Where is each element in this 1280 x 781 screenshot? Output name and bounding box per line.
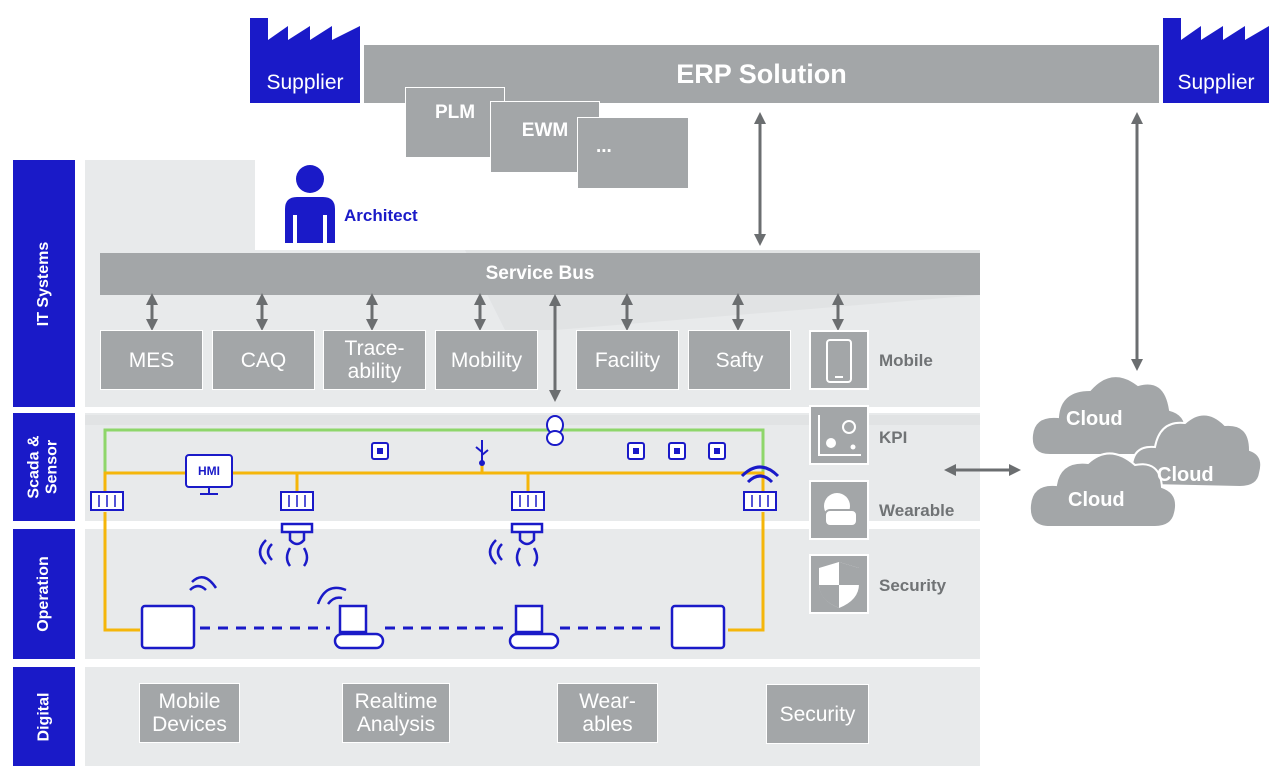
cloud-label-top: Cloud — [1066, 408, 1123, 430]
wearable-label: Wearable — [879, 501, 955, 520]
security-icon-box — [809, 554, 869, 614]
wearable-icon-box — [809, 480, 869, 540]
module-traceability: Trace- ability — [323, 330, 426, 390]
mobile-label: Mobile — [879, 351, 933, 370]
cloud-label-right: Cloud — [1157, 464, 1214, 486]
plm-label: PLM — [434, 102, 476, 123]
service-bus-label: Service Bus — [485, 263, 595, 284]
digital-mobile-devices: Mobile Devices — [139, 683, 240, 743]
erp-title: ERP Solution — [676, 58, 847, 89]
network-switch-icons — [90, 491, 777, 511]
vr-headset-icon — [824, 493, 858, 527]
erp-solution-bar: ERP Solution — [364, 45, 1159, 103]
kpi-icon-box — [809, 405, 869, 465]
smartphone-icon — [826, 339, 852, 383]
module-safty: Safty — [688, 330, 791, 390]
architect-label: Architect — [344, 206, 418, 225]
more-systems-box: ... — [577, 117, 689, 189]
supplier-right-label: Supplier — [1163, 63, 1269, 103]
shield-icon — [819, 562, 859, 608]
hmi-label: HMI — [198, 464, 220, 478]
service-bus-bar: Service Bus — [100, 253, 980, 295]
supplier-left: Supplier — [250, 18, 360, 103]
mobile-icon-box — [809, 330, 869, 390]
it-systems-panel — [85, 160, 255, 260]
more-systems-label: ... — [596, 136, 612, 157]
module-caq: CAQ — [212, 330, 315, 390]
cloud-label-bottom: Cloud — [1068, 489, 1125, 511]
cloud-icon — [1028, 375, 1263, 528]
side-tab-operation: Operation — [13, 529, 75, 659]
digital-security: Security — [766, 684, 869, 744]
ewm-label: EWM — [521, 120, 569, 141]
digital-realtime-analysis: Realtime Analysis — [342, 683, 450, 743]
kpi-chart-icon — [818, 415, 861, 456]
side-tab-it-systems: IT Systems — [13, 160, 75, 407]
module-mes: MES — [100, 330, 203, 390]
side-tab-digital: Digital — [13, 667, 75, 766]
module-facility: Facility — [576, 330, 679, 390]
supplier-left-label: Supplier — [250, 63, 360, 103]
architect-icon — [285, 165, 335, 243]
module-mobility: Mobility — [435, 330, 538, 390]
supplier-right: Supplier — [1163, 18, 1269, 103]
digital-wearables: Wear- ables — [557, 683, 658, 743]
factory-icon — [250, 18, 360, 63]
security-label: Security — [879, 576, 947, 595]
plm-box: PLM — [405, 87, 505, 158]
factory-icon — [1163, 18, 1269, 63]
side-tab-scada: Scada & Sensor — [13, 413, 75, 521]
kpi-label: KPI — [879, 428, 908, 447]
